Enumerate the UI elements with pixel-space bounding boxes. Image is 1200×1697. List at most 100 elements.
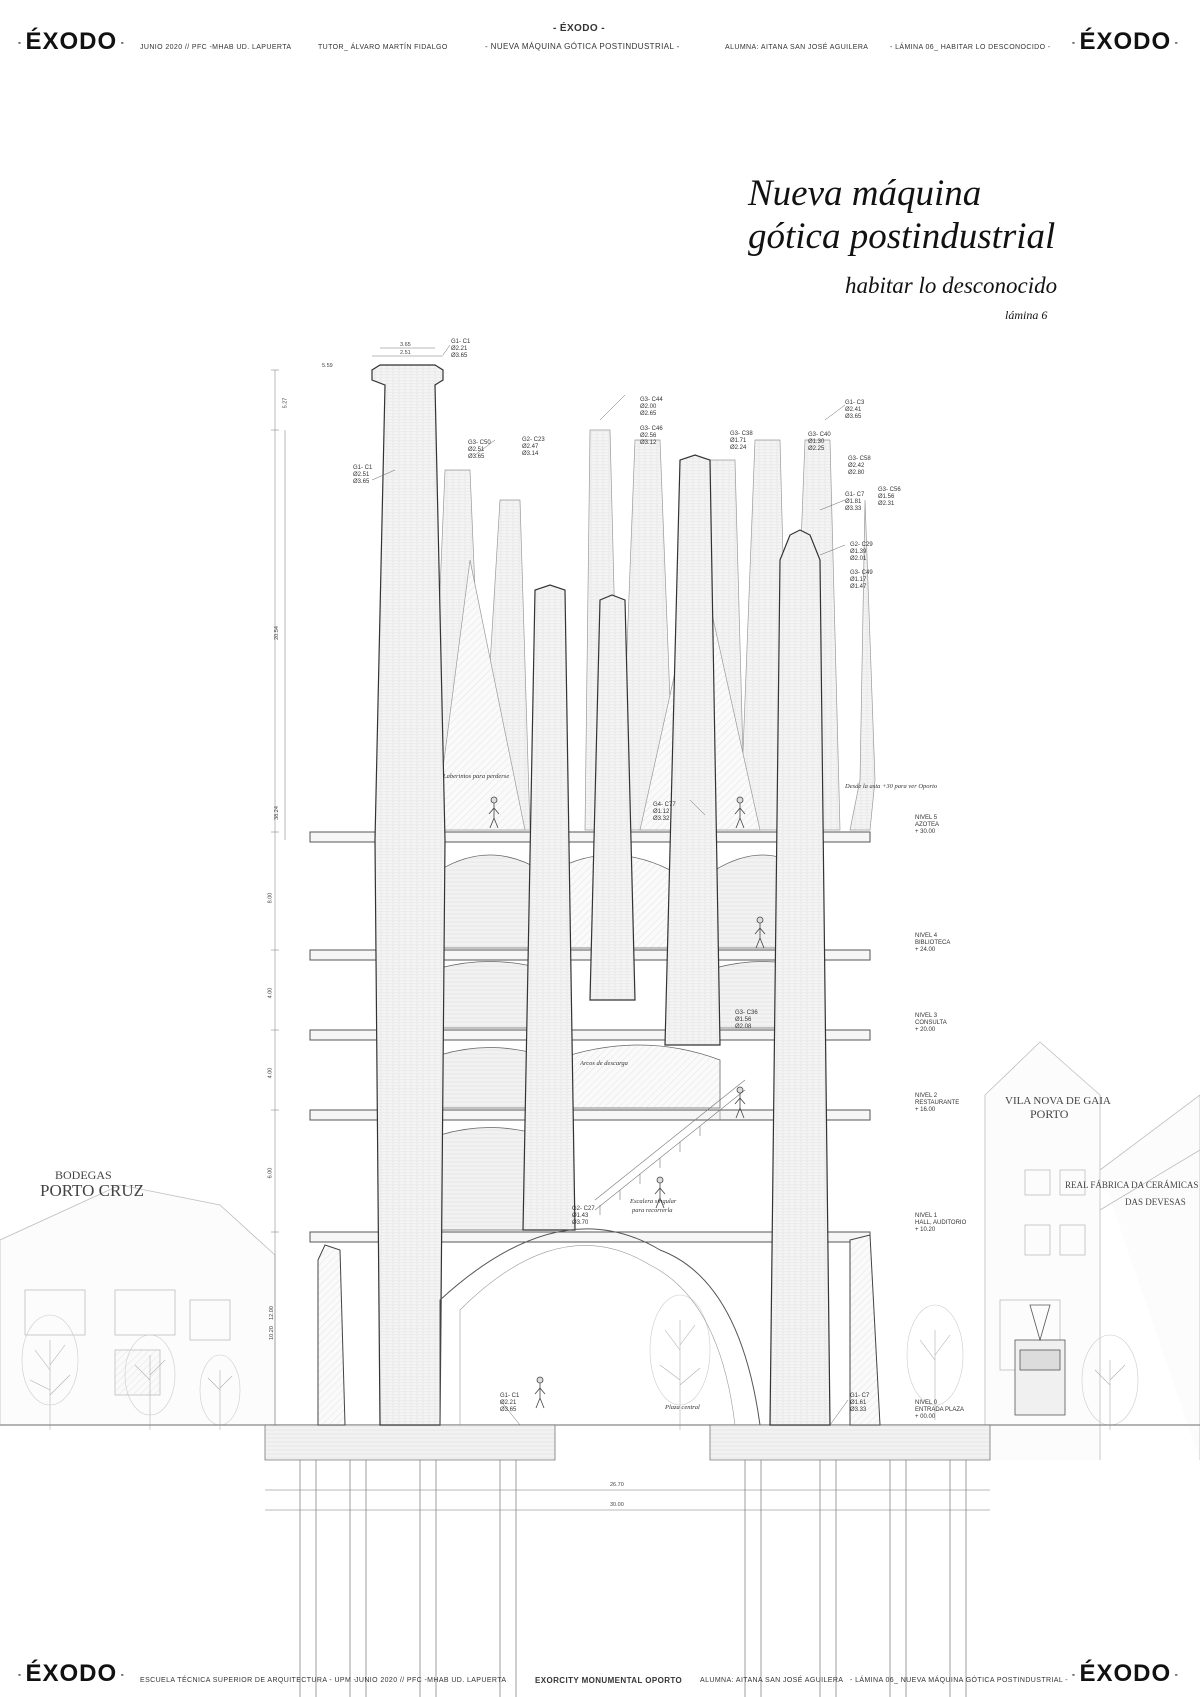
footer-alumna: ALUMNA: AITANA SAN JOSÉ AGUILERA bbox=[700, 1677, 844, 1684]
bodegas-building bbox=[0, 1184, 276, 1426]
title-subtitle: habitar lo desconocido bbox=[845, 273, 1058, 298]
title-line-2: gótica postindustrial bbox=[748, 216, 1056, 257]
brand-logo-right-footer: - ÉXODO - bbox=[1072, 1660, 1179, 1687]
code-id: G3- C44 bbox=[640, 397, 663, 403]
code-d1: Ø2.56 bbox=[640, 433, 657, 439]
chimney-right bbox=[769, 529, 831, 1426]
code-d2: Ø2.65 bbox=[640, 411, 657, 417]
piles bbox=[299, 1460, 967, 1697]
code-d1: Ø2.41 bbox=[845, 407, 862, 413]
tram bbox=[1014, 1304, 1066, 1416]
bodegas-label-2: PORTO CRUZ bbox=[40, 1181, 144, 1200]
code-id: G1- C1 bbox=[353, 465, 373, 471]
code-d1: Ø1.17 bbox=[850, 577, 867, 583]
dim-side-1: 5.27 bbox=[282, 397, 289, 409]
code-d2: Ø2.25 bbox=[808, 446, 825, 452]
dim-base-1: 26.70 bbox=[610, 1482, 624, 1488]
header-center-subtitle: - NUEVA MÁQUINA GÓTICA POSTINDUSTRIAL - bbox=[485, 42, 680, 51]
header-date: JUNIO 2020 // PFC -MHAB UD. LAPUERTA bbox=[140, 44, 292, 51]
level-name: NIVEL 5 bbox=[915, 815, 938, 821]
dim-side-7: 6.00 bbox=[267, 1167, 274, 1179]
level-name: NIVEL 0 bbox=[915, 1400, 938, 1406]
code-id: G3- C56 bbox=[878, 487, 901, 493]
chimney-center-right bbox=[664, 454, 721, 1046]
code-d2: Ø3.70 bbox=[572, 1220, 589, 1226]
header-center-title: - ÉXODO - bbox=[553, 23, 605, 34]
brand-logo-left-footer: - ÉXODO - bbox=[18, 1660, 125, 1687]
code-d2: Ø3.14 bbox=[522, 451, 539, 457]
dimension-lines bbox=[265, 347, 990, 1511]
level-name: NIVEL 1 bbox=[915, 1213, 938, 1219]
code-id: G1- C3 bbox=[845, 400, 865, 406]
brand-logo-right: - ÉXODO - bbox=[1072, 28, 1179, 55]
level-height: + 30.00 bbox=[915, 829, 936, 835]
dim-side-6: 4.00 bbox=[267, 1067, 274, 1079]
level-use: ENTRADA PLAZA bbox=[915, 1407, 965, 1413]
code-d2: Ø2.08 bbox=[735, 1024, 752, 1030]
vila-nova-building bbox=[984, 1041, 1200, 1460]
code-id: G2- C27 bbox=[572, 1206, 595, 1212]
code-id: G2- C23 bbox=[522, 437, 545, 443]
header-lamina: - LÁMINA 06_ HABITAR LO DESCONOCIDO - bbox=[890, 44, 1051, 51]
level-name: NIVEL 4 bbox=[915, 933, 938, 939]
footer-date: JUNIO 2020 // PFC -MHAB UD. LAPUERTA bbox=[355, 1677, 507, 1684]
people bbox=[488, 796, 766, 1409]
dim-side-4: 8.00 bbox=[267, 892, 274, 904]
outer-piers bbox=[317, 1234, 881, 1426]
code-id: G3- C50 bbox=[468, 440, 491, 446]
level-use: AZOTEA bbox=[915, 822, 940, 828]
level-use: CONSULTA bbox=[915, 1020, 947, 1026]
level-height: + 20.00 bbox=[915, 1027, 936, 1033]
brand-text: ÉXODO bbox=[25, 1660, 118, 1687]
brand-text: ÉXODO bbox=[1079, 1660, 1172, 1687]
note-arcos: Arcos de descarga bbox=[580, 1060, 628, 1067]
code-d1: Ø1.71 bbox=[730, 438, 747, 444]
dim-side-8: 12.00 bbox=[268, 1306, 275, 1320]
code-d2: Ø3.33 bbox=[850, 1407, 867, 1413]
code-d1: Ø2.00 bbox=[640, 404, 657, 410]
code-id: G3- C49 bbox=[850, 570, 873, 576]
code-id: G3- C36 bbox=[735, 1010, 758, 1016]
dim-base-2: 30.00 bbox=[610, 1502, 624, 1508]
chimney-center bbox=[589, 594, 636, 1001]
code-d2: Ø2.31 bbox=[878, 501, 895, 507]
code-id: G4- C77 bbox=[653, 802, 676, 808]
code-d1: Ø2.21 bbox=[500, 1400, 517, 1406]
dim-side-9: 10.20 bbox=[268, 1326, 275, 1340]
header-alumna: ALUMNA: AITANA SAN JOSÉ AGUILERA bbox=[725, 44, 869, 51]
factory-label-1: REAL FÁBRICA DA CERÁMICAS bbox=[1065, 1180, 1199, 1190]
footer-lamina: - LÁMINA 06_ NUEVA MÁQUINA GÓTICA POSTIN… bbox=[850, 1677, 1068, 1684]
code-id: G3- C58 bbox=[848, 456, 871, 462]
main-chimneys bbox=[371, 364, 831, 1426]
dim-top-1: 3.65 bbox=[400, 342, 411, 348]
title-line-1: Nueva máquina bbox=[748, 173, 982, 214]
level-use: HALL, AUDITORIO bbox=[915, 1220, 967, 1226]
code-d1: Ø2.47 bbox=[522, 444, 539, 450]
code-d1: Ø2.21 bbox=[451, 346, 468, 352]
note-escalera: Escalera singular bbox=[630, 1198, 677, 1205]
note-plaza: Plaza central bbox=[665, 1404, 700, 1411]
chimney-center-left bbox=[522, 584, 576, 1231]
brand-text: ÉXODO bbox=[25, 28, 118, 55]
chimney-left-tall bbox=[371, 364, 446, 1426]
dim-side-2: 20.54 bbox=[273, 626, 280, 640]
level-height: + 10.20 bbox=[915, 1227, 936, 1233]
brand-logo-left: - ÉXODO - bbox=[18, 28, 125, 55]
code-d2: Ø3.33 bbox=[845, 506, 862, 512]
code-d2: Ø2.24 bbox=[730, 445, 747, 451]
